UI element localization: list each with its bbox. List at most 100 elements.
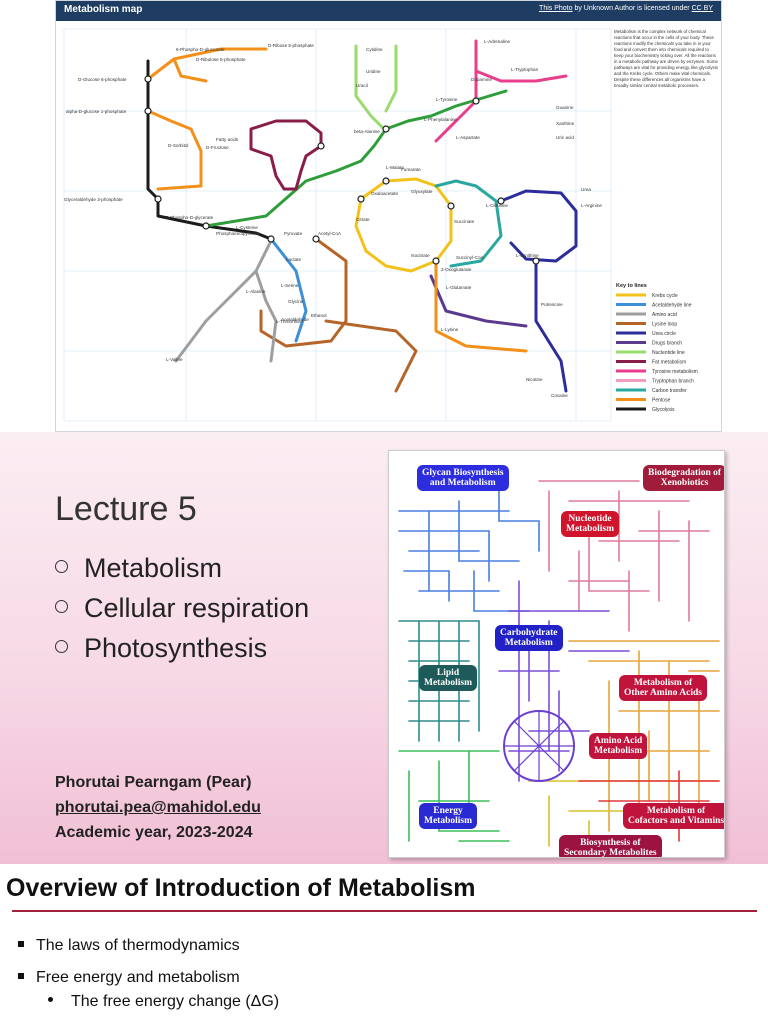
legend-label: Drugs branch bbox=[652, 341, 682, 347]
author-block: Phorutai Pearngam (Pear) phorutai.pea@ma… bbox=[55, 770, 261, 845]
kegg-label-other-amino-acids: Metabolism of Other Amino Acids bbox=[619, 675, 707, 701]
station-label: Oxaloacetate bbox=[371, 191, 399, 196]
lecture-title: Lecture 5 bbox=[55, 490, 197, 528]
station-label: D-Sorbitol bbox=[168, 143, 188, 148]
legend-label: Nucleotide line bbox=[652, 350, 685, 356]
kegg-label-energy: Energy Metabolism bbox=[419, 803, 478, 829]
station-label: 3-Phospho-D-glycerate bbox=[166, 215, 214, 220]
station-label: Lactate bbox=[286, 257, 302, 262]
dot-bullet-icon bbox=[48, 997, 53, 1003]
station-label: L-Alanine bbox=[246, 289, 266, 294]
legend-label: Krebs cycle bbox=[652, 293, 678, 299]
station-label: 6-Phospho-D-gluconate bbox=[176, 47, 225, 52]
station-label: L-Ornithine bbox=[516, 253, 539, 258]
academic-year: Academic year, 2023-2024 bbox=[55, 824, 253, 841]
station-label: L-Serine bbox=[281, 283, 299, 288]
station-label: Dopamine bbox=[471, 77, 492, 82]
credit-license-link[interactable]: CC BY bbox=[691, 5, 713, 12]
topic-list: Metabolism Cellular respiration Photosyn… bbox=[55, 548, 309, 668]
station-label: Isocitrate bbox=[411, 253, 430, 258]
station-label: Fumarate bbox=[401, 167, 421, 172]
kegg-metabolic-pathways-image: Glycan Biosynthesis and Metabolism Biode… bbox=[388, 450, 725, 858]
station-label: Fatty acids bbox=[216, 137, 239, 142]
author-name: Phorutai Pearngam (Pear) bbox=[55, 774, 252, 791]
station-label: Pyruvate bbox=[284, 231, 303, 236]
station-label: L-Glutamate bbox=[446, 285, 472, 290]
map-credit: This Photo by Unknown Author is licensed… bbox=[539, 5, 713, 12]
station-label: L-Adrenaline bbox=[484, 39, 510, 44]
topic-item: Cellular respiration bbox=[55, 588, 309, 628]
map-title: Metabolism map bbox=[64, 4, 143, 15]
legend-label: Lysine loop bbox=[652, 322, 677, 328]
station-label: beta-Alanine bbox=[354, 129, 380, 134]
station-label: Acetaldehyde bbox=[281, 317, 309, 322]
station-label: Acetyl-CoA bbox=[318, 231, 342, 236]
topic-item: Metabolism bbox=[55, 548, 309, 588]
station-label: Cytidine bbox=[366, 47, 383, 52]
kegg-label-carbohydrate: Carbohydrate Metabolism bbox=[495, 625, 563, 651]
station-label: D-Fructose bbox=[206, 145, 229, 150]
station-label: L-Phenylalanine bbox=[424, 117, 457, 122]
station-label: D-Ribulose 5-phosphate bbox=[196, 57, 246, 62]
map-key-title: Key to lines bbox=[616, 283, 647, 289]
kegg-label-amino-acid: Amino Acid Metabolism bbox=[589, 733, 648, 759]
kegg-label-nucleotide: Nucleotide Metabolism bbox=[561, 511, 620, 537]
station-label: 2-Oxoglutarate bbox=[441, 267, 472, 272]
station-label: D-Ribose 5-phosphate bbox=[268, 43, 314, 48]
legend-label: Carbon transfer bbox=[652, 388, 687, 394]
kegg-pathway-network bbox=[398, 480, 720, 847]
station-label: Ethanol bbox=[311, 313, 327, 318]
station-label: Citrate bbox=[356, 217, 370, 222]
metro-style-pathway-diagram: D-Glucose 6-phosphate 6-Phospho-D-glucona… bbox=[63, 28, 718, 422]
station-label: L-Tyrosine bbox=[436, 97, 458, 102]
title-underline bbox=[12, 910, 757, 912]
legend-label: Acetaldehyde line bbox=[652, 303, 692, 309]
station-label: L-Aspartate bbox=[456, 135, 480, 140]
kegg-label-lipid: Lipid Metabolism bbox=[419, 665, 478, 691]
station-label: Glyoxylate bbox=[411, 189, 433, 194]
kegg-label-cofactors-vitamins: Metabolism of Cofactors and Vitamins bbox=[623, 803, 724, 829]
overview-sub-bullet: The free energy change (ΔG) bbox=[48, 993, 279, 1011]
station-label: D-Glucose 6-phosphate bbox=[78, 77, 127, 82]
station-label: Cocaine bbox=[551, 393, 568, 398]
legend-label: Tyrosine metabolism bbox=[652, 369, 698, 375]
station-label: L-Threonine bbox=[276, 319, 301, 324]
map-header-bar: Metabolism map This Photo by Unknown Aut… bbox=[56, 1, 721, 21]
metabolism-map: Metabolism map This Photo by Unknown Aut… bbox=[55, 0, 722, 432]
overview-bullets: The laws of thermodynamics Free energy a… bbox=[18, 930, 240, 994]
overview-bullet: The laws of thermodynamics bbox=[18, 930, 240, 962]
kegg-label-secondary-metabolites: Biosynthesis of Secondary Metabolites bbox=[559, 835, 662, 857]
overview-bullet: Free energy and metabolism bbox=[18, 962, 240, 994]
overview-slide: Overview of Introduction of Metabolism T… bbox=[0, 864, 768, 1024]
credit-photo-link[interactable]: This Photo bbox=[539, 5, 573, 12]
station-label: L-Malate bbox=[386, 165, 404, 170]
station-label: Uracil bbox=[356, 83, 368, 88]
author-email-link[interactable]: phorutai.pea@mahidol.edu bbox=[55, 799, 261, 816]
kegg-label-glycan: Glycan Biosynthesis and Metabolism bbox=[417, 465, 509, 491]
station-label: L-Tryptophan bbox=[511, 67, 539, 72]
metabolism-map-slide: Metabolism map This Photo by Unknown Aut… bbox=[0, 0, 768, 432]
legend-label: Urea circle bbox=[652, 331, 676, 337]
station-label: alpha-D-glucose 1-phosphate bbox=[66, 109, 127, 114]
station-label: L-Arginine bbox=[581, 203, 602, 208]
legend-label: Pentose bbox=[652, 398, 671, 404]
circle-bullet-icon bbox=[55, 560, 68, 574]
station-label: Succinate bbox=[454, 219, 475, 224]
station-label: Succinyl-CoA bbox=[456, 255, 485, 260]
legend-label: Glycolysis bbox=[652, 407, 675, 413]
legend-label: Tryptophan branch bbox=[652, 379, 694, 385]
station-label: L-Citrulline bbox=[486, 203, 508, 208]
station-label: Phosphoenolpyruvate bbox=[216, 231, 261, 236]
square-bullet-icon bbox=[18, 940, 24, 947]
station-label: Nicotine bbox=[526, 377, 543, 382]
map-about-text: Metabolism is the complex network of che… bbox=[614, 29, 718, 88]
legend-label: Fat metabolism bbox=[652, 360, 686, 366]
overview-title: Overview of Introduction of Metabolism bbox=[6, 874, 476, 902]
station-label: L-Lysine bbox=[441, 327, 459, 332]
legend-label: Amino acid bbox=[652, 312, 677, 318]
station-label: L-Cysteine bbox=[236, 225, 258, 230]
topic-item: Photosynthesis bbox=[55, 628, 309, 668]
kegg-label-xenobiotics: Biodegradation of Xenobiotics bbox=[643, 465, 724, 491]
station-label: Urea bbox=[581, 187, 591, 192]
station-label: Glycine bbox=[288, 299, 304, 304]
